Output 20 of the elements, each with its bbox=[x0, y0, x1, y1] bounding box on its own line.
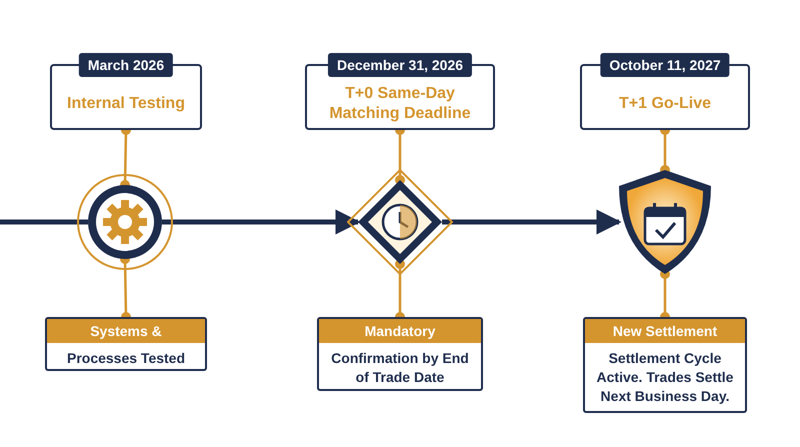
card-header: Mandatory bbox=[319, 319, 481, 343]
arrow bbox=[162, 210, 360, 234]
description-card bbox=[317, 317, 483, 391]
description-card bbox=[45, 317, 207, 371]
card-header: Systems & bbox=[47, 319, 205, 343]
card-text: Confirmation by End of Trade Date bbox=[330, 349, 470, 387]
milestone-title: T+1 Go-Live bbox=[618, 94, 712, 114]
description-card bbox=[583, 317, 747, 413]
card-header: New Settlement bbox=[585, 319, 745, 343]
card-text: Processes Tested bbox=[66, 349, 186, 368]
connector-line bbox=[0, 220, 88, 224]
clock-icon bbox=[345, 167, 455, 277]
date-tab: October 11, 2027 bbox=[600, 53, 730, 77]
card-text: Settlement Cycle Active. Trades Settle Next Business Day. bbox=[596, 349, 734, 406]
date-tab: December 31, 2026 bbox=[328, 53, 472, 77]
date-tab: March 2026 bbox=[78, 53, 174, 77]
arrow bbox=[442, 210, 622, 234]
milestone-title: Internal Testing bbox=[67, 94, 185, 114]
milestone-title: T+0 Same-Day Matching Deadline bbox=[328, 84, 472, 124]
gear-icon bbox=[75, 172, 175, 272]
